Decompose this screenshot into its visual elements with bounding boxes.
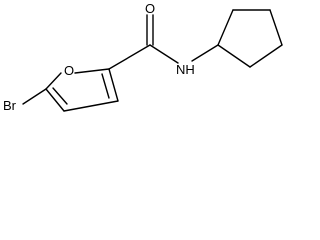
bond-c4-c5 <box>45 88 65 112</box>
atom-labels: Br O O NH <box>3 1 195 113</box>
bond-c2-c3-inner <box>101 73 110 99</box>
bond-carbonyl-n <box>149 44 179 64</box>
amide-nitrogen-label: NH <box>176 62 195 77</box>
ring-oxygen-label: O <box>64 63 74 78</box>
bond-cp-5-1 <box>217 44 251 68</box>
bond-cp-3-4 <box>269 9 283 46</box>
bromine-label: Br <box>3 98 17 113</box>
bond-o1-c2 <box>74 68 110 74</box>
bond-c5-o1 <box>45 72 62 90</box>
bond-cp-4-5 <box>249 44 283 68</box>
bond-cp-1-2 <box>217 9 234 46</box>
structure-canvas: Br O O NH <box>0 0 288 124</box>
bond-c2-carbonyl <box>108 44 151 70</box>
carbonyl-oxygen-label: O <box>145 1 155 16</box>
bond-c2-c3 <box>108 68 119 102</box>
molecule-structure: Br O O NH <box>3 1 283 113</box>
bond-c4-c5-inner <box>52 87 68 105</box>
bonds <box>22 9 283 112</box>
bond-br-c5 <box>22 88 47 105</box>
bond-n-cyclopentyl <box>191 44 219 62</box>
bond-c3-c4 <box>63 100 119 112</box>
